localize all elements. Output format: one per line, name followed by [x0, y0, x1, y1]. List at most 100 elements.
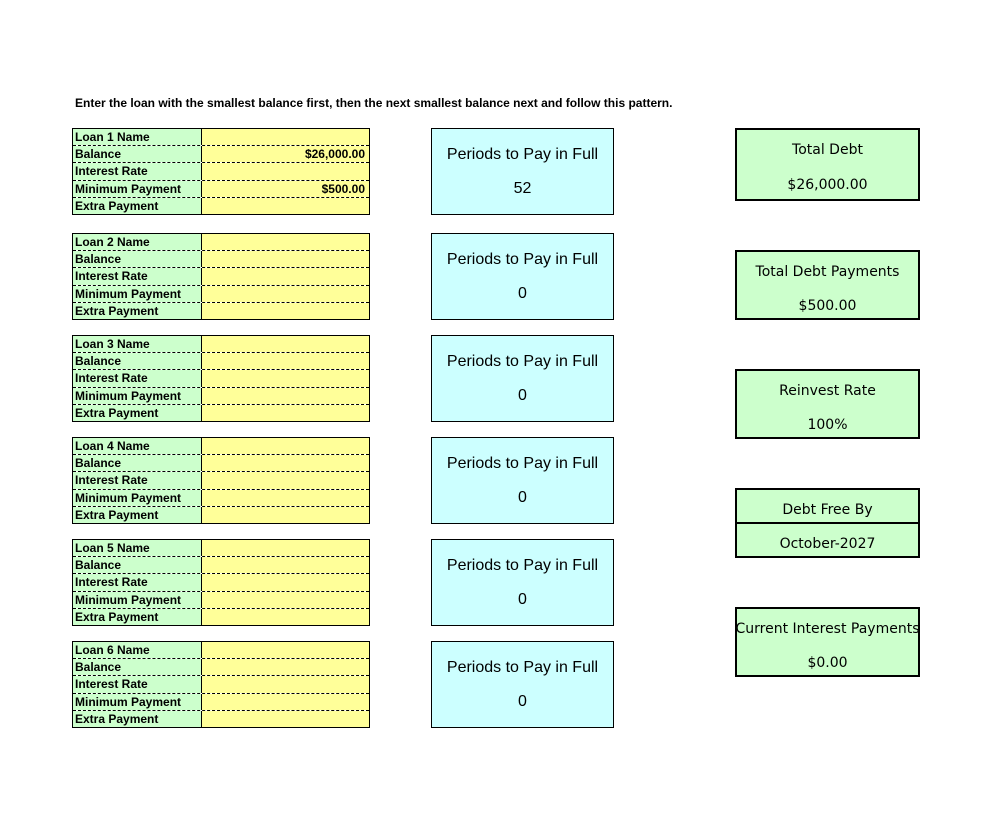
loan-3-balance-row: Balance [73, 353, 369, 371]
loan-6-balance-cell[interactable] [202, 659, 369, 676]
loan-4-interest-rate-cell[interactable] [202, 472, 369, 489]
loan-6-extra-payment-label: Extra Payment [73, 710, 202, 728]
loan-4-periods-value: 0 [518, 489, 527, 506]
debt-free-by-divider [737, 522, 918, 524]
loan-6-balance-row: Balance [73, 659, 369, 677]
loan-1-minimum-payment-cell[interactable]: $500.00 [202, 180, 369, 197]
loan-2-table: Loan 2 Name Balance Interest Rate Minimu… [72, 233, 370, 320]
loan-3-minimum-payment-cell[interactable] [202, 387, 369, 404]
loan-3-name-cell[interactable] [202, 336, 369, 353]
loan-2-interest-rate-row: Interest Rate [73, 268, 369, 286]
loan-1-extra-payment-row: Extra Payment [73, 197, 369, 215]
loan-3-interest-rate-row: Interest Rate [73, 370, 369, 388]
loan-4-balance-row: Balance [73, 455, 369, 473]
reinvest-rate-box: Reinvest Rate 100% [735, 369, 920, 439]
loan-6-name-label: Loan 6 Name [73, 642, 202, 659]
loan-1-name-cell[interactable] [202, 129, 369, 146]
loan-4-balance-label: Balance [73, 455, 202, 472]
loan-3-balance-cell[interactable] [202, 353, 369, 370]
total-debt-title: Total Debt [792, 142, 863, 158]
loan-2-periods-box: Periods to Pay in Full 0 [431, 233, 614, 320]
loan-5-name-cell[interactable] [202, 540, 369, 557]
loan-3-interest-rate-label: Interest Rate [73, 370, 202, 387]
loan-4-balance-cell[interactable] [202, 455, 369, 472]
loan-3-name-label: Loan 3 Name [73, 336, 202, 353]
debt-free-by-value: October-2027 [779, 536, 876, 552]
loan-1-minimum-payment-row: Minimum Payment $500.00 [73, 180, 369, 198]
loan-4-minimum-payment-cell[interactable] [202, 489, 369, 506]
current-interest-payments-box: Current Interest Payments $0.00 [735, 607, 920, 677]
loan-6-interest-rate-cell[interactable] [202, 676, 369, 693]
loan-5-interest-rate-row: Interest Rate [73, 574, 369, 592]
loan-5-periods-value: 0 [518, 591, 527, 608]
loan-5-name-label: Loan 5 Name [73, 540, 202, 557]
loan-1-periods-box: Periods to Pay in Full 52 [431, 128, 614, 215]
loan-6-periods-value: 0 [518, 693, 527, 710]
loan-3-periods-value: 0 [518, 387, 527, 404]
loan-4-interest-rate-row: Interest Rate [73, 472, 369, 490]
loan-1-balance-row: Balance $26,000.00 [73, 146, 369, 164]
current-interest-payments-title: Current Interest Payments [735, 621, 920, 637]
loan-3-minimum-payment-row: Minimum Payment [73, 387, 369, 405]
loan-1-balance-label: Balance [73, 146, 202, 163]
loan-5-periods-box: Periods to Pay in Full 0 [431, 539, 614, 626]
loan-3-minimum-payment-label: Minimum Payment [73, 387, 202, 404]
loan-2-extra-payment-cell[interactable] [202, 302, 369, 320]
loan-3-extra-payment-cell[interactable] [202, 404, 369, 422]
loan-4-name-label: Loan 4 Name [73, 438, 202, 455]
loan-6-extra-payment-cell[interactable] [202, 710, 369, 728]
loan-4-minimum-payment-row: Minimum Payment [73, 489, 369, 507]
loan-3-periods-box: Periods to Pay in Full 0 [431, 335, 614, 422]
loan-5-table: Loan 5 Name Balance Interest Rate Minimu… [72, 539, 370, 626]
loan-3-extra-payment-row: Extra Payment [73, 404, 369, 422]
loan-2-name-cell[interactable] [202, 234, 369, 251]
loan-3-periods-title: Periods to Pay in Full [446, 353, 599, 370]
loan-3-balance-label: Balance [73, 353, 202, 370]
loan-3-interest-rate-cell[interactable] [202, 370, 369, 387]
current-interest-payments-value: $0.00 [807, 655, 848, 671]
loan-5-balance-label: Balance [73, 557, 202, 574]
loan-1-name-row: Loan 1 Name [73, 129, 369, 147]
loan-2-periods-value: 0 [518, 285, 527, 302]
loan-1-minimum-payment-label: Minimum Payment [73, 180, 202, 197]
loan-2-interest-rate-label: Interest Rate [73, 268, 202, 285]
loan-1-balance-cell[interactable]: $26,000.00 [202, 146, 369, 163]
loan-5-balance-cell[interactable] [202, 557, 369, 574]
loan-4-periods-box: Periods to Pay in Full 0 [431, 437, 614, 524]
loan-4-name-row: Loan 4 Name [73, 438, 369, 456]
debt-free-by-title: Debt Free By [782, 502, 873, 518]
loan-2-periods-title: Periods to Pay in Full [446, 251, 599, 268]
loan-6-table: Loan 6 Name Balance Interest Rate Minimu… [72, 641, 370, 728]
loan-6-periods-title: Periods to Pay in Full [446, 659, 599, 676]
loan-1-interest-rate-row: Interest Rate [73, 163, 369, 181]
loan-2-extra-payment-row: Extra Payment [73, 302, 369, 320]
loan-6-minimum-payment-label: Minimum Payment [73, 693, 202, 710]
loan-4-name-cell[interactable] [202, 438, 369, 455]
loan-4-extra-payment-row: Extra Payment [73, 506, 369, 524]
loan-6-name-cell[interactable] [202, 642, 369, 659]
loan-1-interest-rate-cell[interactable] [202, 163, 369, 180]
loan-2-minimum-payment-cell[interactable] [202, 285, 369, 302]
loan-5-minimum-payment-label: Minimum Payment [73, 591, 202, 608]
loan-6-minimum-payment-cell[interactable] [202, 693, 369, 710]
loan-1-name-label: Loan 1 Name [73, 129, 202, 146]
loan-6-interest-rate-row: Interest Rate [73, 676, 369, 694]
loan-5-interest-rate-cell[interactable] [202, 574, 369, 591]
loan-5-extra-payment-row: Extra Payment [73, 608, 369, 626]
loan-2-name-row: Loan 2 Name [73, 234, 369, 252]
loan-5-extra-payment-cell[interactable] [202, 608, 369, 626]
loan-6-minimum-payment-row: Minimum Payment [73, 693, 369, 711]
loan-2-minimum-payment-row: Minimum Payment [73, 285, 369, 303]
loan-6-balance-label: Balance [73, 659, 202, 676]
total-debt-payments-title: Total Debt Payments [755, 264, 900, 280]
loan-2-minimum-payment-label: Minimum Payment [73, 285, 202, 302]
loan-4-extra-payment-cell[interactable] [202, 506, 369, 524]
total-debt-box: Total Debt $26,000.00 [735, 128, 920, 201]
loan-2-interest-rate-cell[interactable] [202, 268, 369, 285]
loan-5-minimum-payment-cell[interactable] [202, 591, 369, 608]
loan-5-interest-rate-label: Interest Rate [73, 574, 202, 591]
loan-5-periods-title: Periods to Pay in Full [446, 557, 599, 574]
loan-1-extra-payment-cell[interactable] [202, 197, 369, 215]
debt-free-by-box: Debt Free By October-2027 [735, 488, 920, 558]
loan-2-balance-cell[interactable] [202, 251, 369, 268]
